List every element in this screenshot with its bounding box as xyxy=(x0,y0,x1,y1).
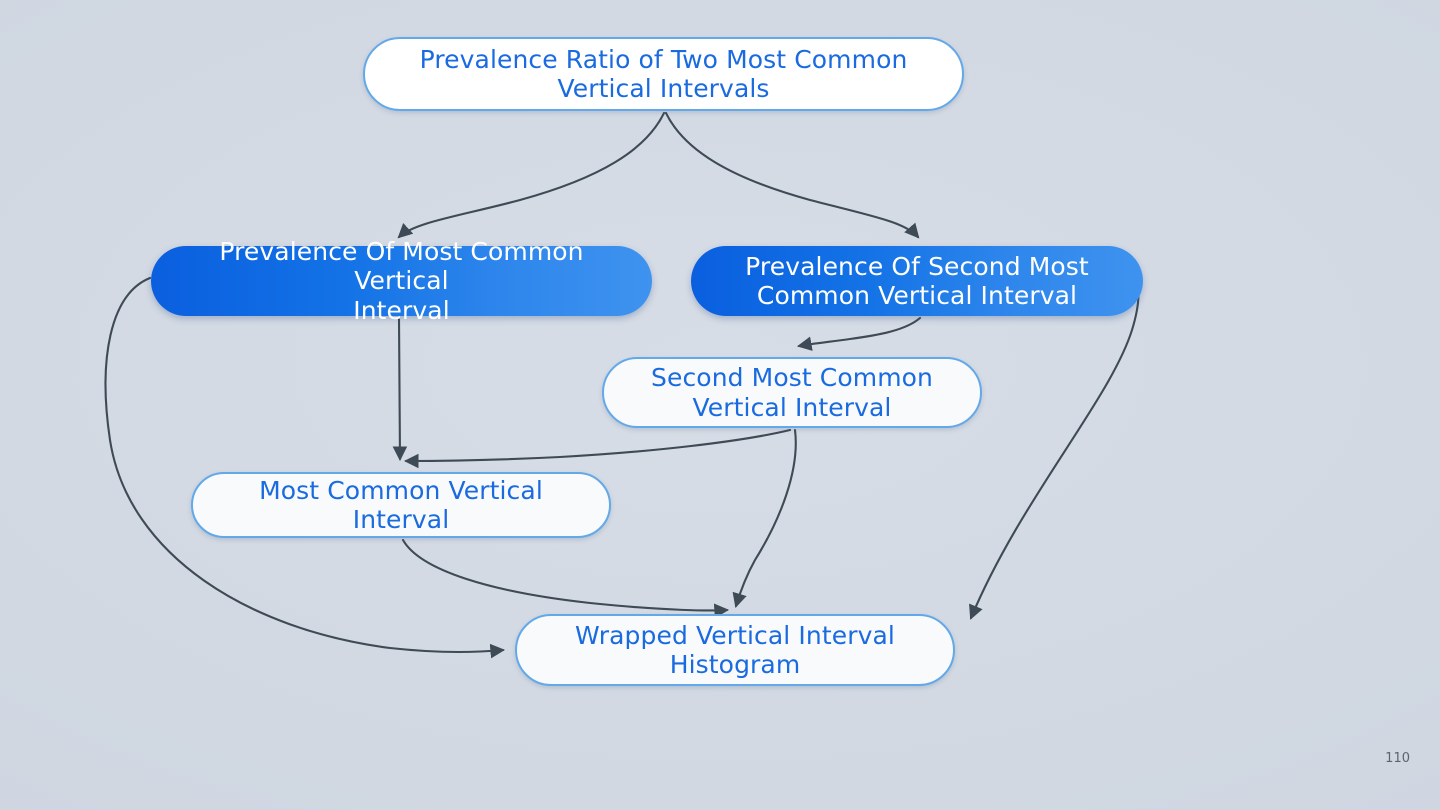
edge-ratio-to-prevalence-most xyxy=(397,111,666,239)
edge-prevalence-second-most-to-second-most-common xyxy=(796,316,922,351)
page-number: 110 xyxy=(1385,751,1410,766)
node-second-most-common-vertical-interval[interactable]: Second Most Common Vertical Interval xyxy=(602,357,982,428)
node-prevalence-ratio[interactable]: Prevalence Ratio of Two Most Common Vert… xyxy=(363,37,964,111)
node-prevalence-of-second-most-common-vertical-interval[interactable]: Prevalence Of Second Most Common Vertica… xyxy=(691,246,1143,316)
node-prevalence-ratio-label: Prevalence Ratio of Two Most Common Vert… xyxy=(419,44,908,103)
edge-second-most-common-to-wrapped-histogram xyxy=(732,428,797,608)
edge-second-most-common-to-most-common xyxy=(403,428,792,469)
edge-most-common-to-wrapped-histogram xyxy=(401,538,730,619)
node-prevalence-of-most-common-vertical-interval[interactable]: Prevalence Of Most Common Vertical Inter… xyxy=(151,237,652,325)
edge-ratio-to-prevalence-second-most xyxy=(664,111,920,239)
node-most-common-vertical-interval-label: Most Common Vertical Interval xyxy=(259,475,543,534)
edge-prevalence-most-to-wrapped-histogram xyxy=(104,276,506,659)
node-wrapped-vertical-interval-histogram[interactable]: Wrapped Vertical Interval Histogram xyxy=(515,614,955,686)
edge-prevalence-most-to-most-common xyxy=(392,316,408,462)
node-most-common-vertical-interval[interactable]: Most Common Vertical Interval xyxy=(191,472,611,538)
node-second-most-common-vertical-interval-label: Second Most Common Vertical Interval xyxy=(651,363,933,422)
node-prevalence-of-most-common-vertical-interval-label: Prevalence Of Most Common Vertical Inter… xyxy=(219,237,584,325)
node-wrapped-vertical-interval-histogram-label: Wrapped Vertical Interval Histogram xyxy=(575,620,895,679)
node-prevalence-of-second-most-common-vertical-interval-label: Prevalence Of Second Most Common Vertica… xyxy=(745,251,1089,310)
